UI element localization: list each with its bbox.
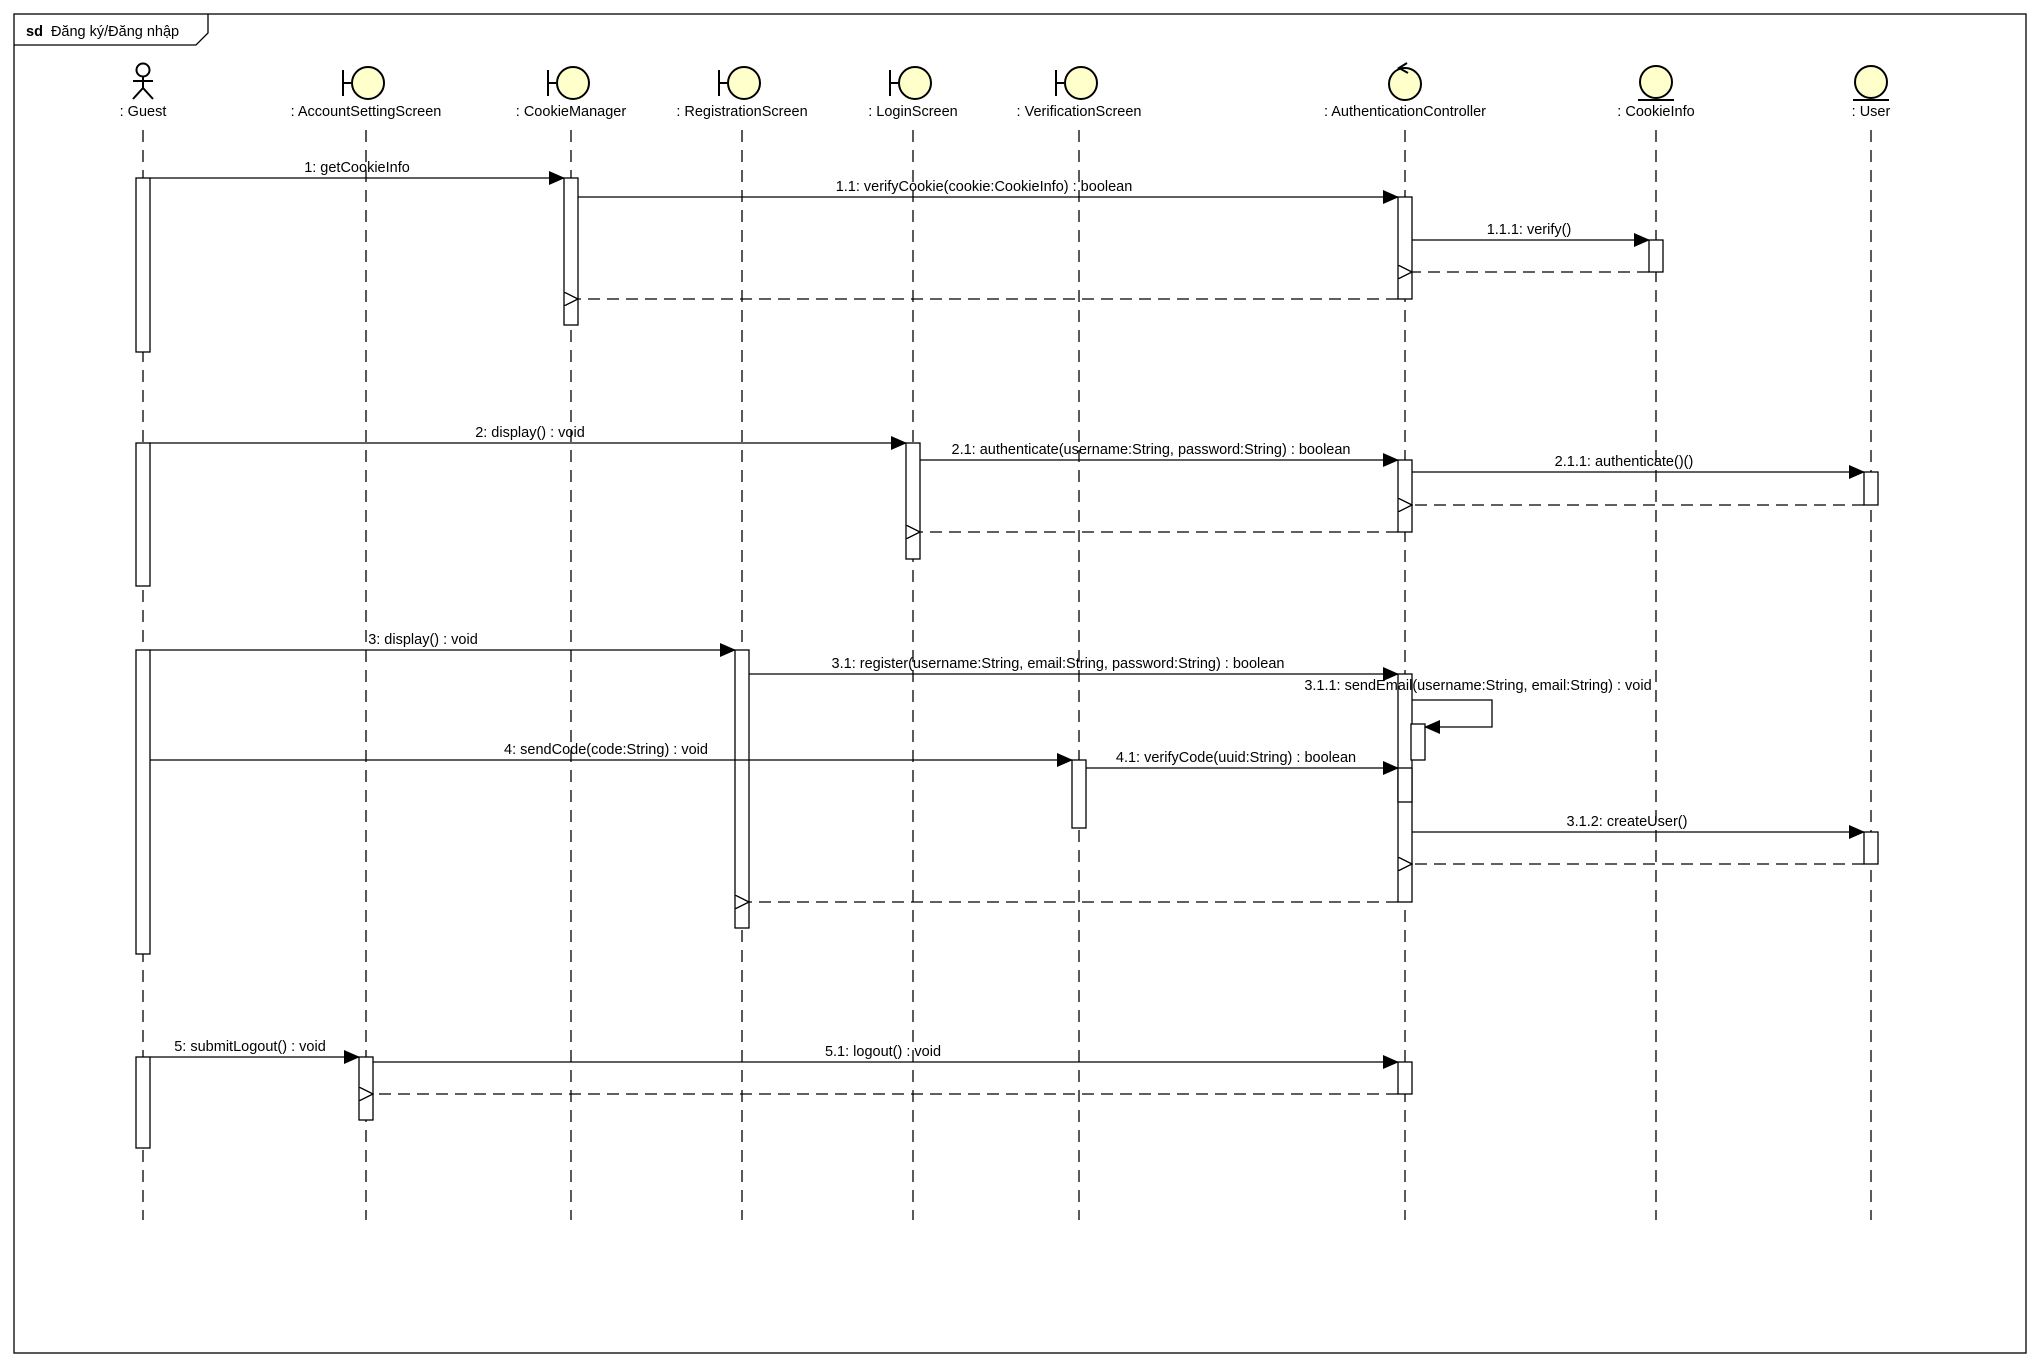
message-label: 4: sendCode(code:String) : void — [504, 742, 708, 758]
message-label: 2.1: authenticate(username:String, passw… — [952, 442, 1351, 458]
boundary-icon — [1055, 66, 1098, 100]
boundary-icon — [718, 66, 761, 100]
message-m4-1: 4.1: verifyCode(uuid:String) : boolean — [1086, 750, 1399, 775]
message-m1-1: 1.1: verifyCookie(cookie:CookieInfo) : b… — [578, 179, 1399, 204]
message-m3-1: 3.1: register(username:String, email:Str… — [749, 656, 1399, 681]
message-m3: 3: display() : void — [150, 632, 736, 657]
activation-bar-login — [905, 442, 921, 560]
message-m2-1-1: 2.1.1: authenticate()() — [1412, 454, 1865, 479]
lifeline-verification: : VerificationScreen — [1017, 66, 1142, 1220]
diagram-frame: sd Đăng ký/Đăng nhập — [13, 13, 2027, 1354]
lifeline-label: : AuthenticationController — [1324, 104, 1486, 120]
actor-icon — [132, 62, 154, 100]
activation-bar-guest — [135, 1056, 151, 1149]
activation-bar-auth-controller — [1397, 459, 1413, 533]
activation-bar-verification — [1071, 759, 1087, 829]
lifeline-label: : LoginScreen — [868, 104, 957, 120]
lifeline-label: : Guest — [120, 104, 167, 120]
boundary-icon — [889, 66, 932, 100]
lifeline-label: : CookieManager — [516, 104, 627, 120]
message-label: 3: display() : void — [368, 632, 478, 648]
message-label: 1.1: verifyCookie(cookie:CookieInfo) : b… — [836, 179, 1133, 195]
message-label: 2: display() : void — [475, 425, 585, 441]
activation-bar-guest — [135, 177, 151, 353]
frame-title: sd Đăng ký/Đăng nhập — [26, 24, 179, 40]
message-label: 1: getCookieInfo — [304, 160, 410, 176]
messages: 1: getCookieInfo 1.1: verifyCookie(cookie… — [150, 160, 1865, 1094]
message-m2-1: 2.1: authenticate(username:String, passw… — [920, 442, 1399, 467]
message-label: 1.1.1: verify() — [1487, 222, 1572, 238]
frame-name: Đăng ký/Đăng nhập — [51, 24, 179, 40]
activation-bar-user — [1863, 831, 1879, 865]
message-m2: 2: display() : void — [150, 425, 907, 450]
message-label: 3.1.2: createUser() — [1567, 814, 1688, 830]
message-label: 5.1: logout() : void — [825, 1044, 941, 1060]
entity-icon — [1638, 65, 1674, 101]
activation-bar-user — [1863, 471, 1879, 506]
activation-bar-guest — [135, 442, 151, 587]
message-arrow — [1412, 699, 1493, 734]
lifeline-login: : LoginScreen — [868, 66, 958, 1220]
activation-bar-account-setting — [358, 1056, 374, 1121]
message-label: 4.1: verifyCode(uuid:String) : boolean — [1116, 750, 1356, 766]
message-m5: 5: submitLogout() : void — [150, 1039, 360, 1064]
message-label: 3.1: register(username:String, email:Str… — [832, 656, 1285, 672]
lifeline-cookie-info: : CookieInfo — [1617, 65, 1695, 1220]
message-m5-1: 5.1: logout() : void — [373, 1044, 1399, 1069]
activation-bar-auth-controller — [1410, 723, 1426, 761]
lifeline-label: : AccountSettingScreen — [291, 104, 442, 120]
lifeline-registration: : RegistrationScreen — [676, 66, 808, 1220]
activation-bar-guest — [135, 649, 151, 955]
lifeline-label: : RegistrationScreen — [676, 104, 807, 120]
message-label: 5: submitLogout() : void — [174, 1039, 326, 1055]
lifeline-label: : CookieInfo — [1617, 104, 1694, 120]
message-label: 3.1.1: sendEmail(username:String, email:… — [1304, 678, 1651, 694]
activation-bar-auth-controller — [1397, 767, 1413, 803]
activation-bar-auth-controller — [1397, 196, 1413, 300]
lifeline-user: : User — [1852, 65, 1891, 1220]
activation-bar-cookie-info — [1648, 239, 1664, 273]
boundary-icon — [547, 66, 590, 100]
lifeline-label: : User — [1852, 104, 1891, 120]
activation-bar-auth-controller — [1397, 1061, 1413, 1095]
entity-icon — [1853, 65, 1889, 101]
frame-keyword: sd — [26, 24, 43, 40]
lifeline-label: : VerificationScreen — [1017, 104, 1142, 120]
activation-bar-cookie-manager — [563, 177, 579, 326]
message-m4: 4: sendCode(code:String) : void — [150, 742, 1073, 767]
activation-bar-registration — [734, 649, 750, 929]
message-m1-1-1: 1.1.1: verify() — [1412, 222, 1650, 247]
message-m3-1-2: 3.1.2: createUser() — [1412, 814, 1865, 839]
message-m1: 1: getCookieInfo — [150, 160, 565, 185]
control-icon — [1388, 62, 1422, 101]
message-label: 2.1.1: authenticate()() — [1555, 454, 1694, 470]
message-m3-1-1: 3.1.1: sendEmail(username:String, email:… — [1304, 678, 1652, 734]
boundary-icon — [342, 66, 385, 100]
lifeline-account-setting: : AccountSettingScreen — [291, 66, 442, 1220]
